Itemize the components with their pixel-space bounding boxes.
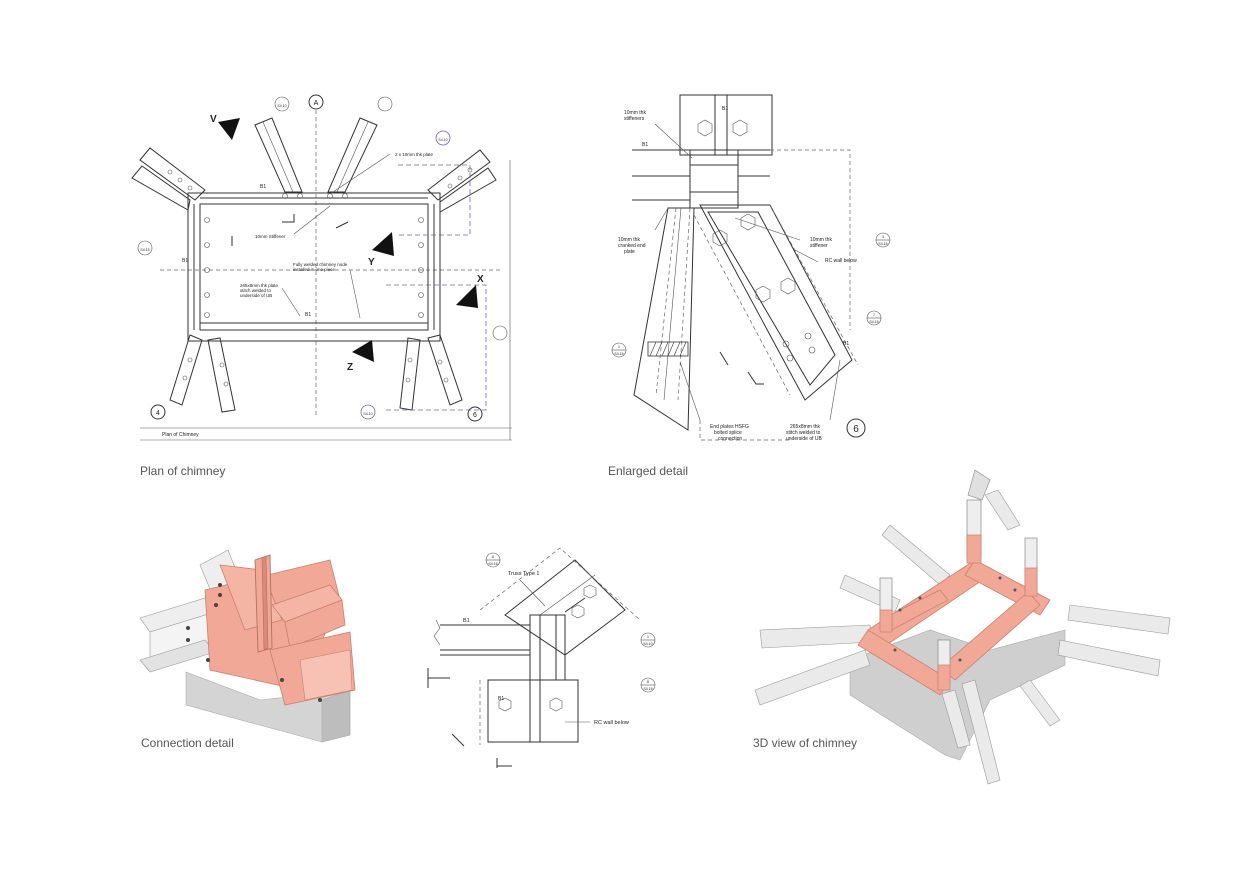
section-ref-b-num: 1 [647, 635, 649, 639]
enlarged-note-hsfg-2: bolted splice [714, 430, 742, 436]
section-detail-drawing: 6 S4.16 1 S4.10 8 S4.15 Truss Type 1 RC … [427, 547, 656, 768]
enlarged-ref-a: S4.15 [878, 242, 887, 246]
enlarged-note-stiffener-2: stiffener [810, 243, 828, 249]
enlarged-note-end-3: plate [624, 249, 635, 255]
plan-note-welded-1: Fully welded chimney node [293, 262, 348, 267]
enlarged-note-stiffener-1: 10mm thk [810, 237, 832, 243]
view-v-label: V [210, 114, 217, 125]
plan-beam-b1-left: B1 [182, 258, 188, 264]
caption-plan-of-chimney: Plan of chimney [140, 464, 226, 478]
enlarged-note-265-1: 265x8mm thk [790, 424, 821, 430]
plan-ref-2: S4.15 [140, 248, 149, 252]
section-ref-a: S4.16 [488, 562, 497, 566]
plan-note-265-3: underside of UB [240, 293, 272, 298]
enlarged-beam-b1-top: B1 [722, 106, 728, 112]
plan-beam-b1-bottom: B1 [305, 312, 311, 318]
grid-4-bubble [150, 404, 166, 420]
chimney-3d-view [754, 469, 1171, 785]
section-ref-a-num: 6 [492, 555, 494, 559]
plan-note-265-2: stitch welded to [240, 288, 272, 293]
plan-of-chimney-drawing: A 4 6 V X Y Z B1 B1 B1 2 x 10mm thk plat… [0, 0, 560, 470]
section-note-rc: RC wall below [594, 720, 629, 726]
enlarged-ref-c: S4.15 [614, 352, 623, 356]
chimney-3d-svg [754, 469, 1171, 785]
enlarged-drawing-svg: 6 10mm thk stiffeners 10mm thk cranked e… [611, 94, 891, 442]
enlarged-beam-b1-right: B1 [843, 341, 849, 347]
plan-beam-b1-top: B1 [260, 184, 266, 190]
enlarged-beam-b1-left: B1 [642, 142, 648, 148]
section-note-truss: Truss Type 1 [508, 571, 540, 577]
enlarged-ref-b: S4.15 [869, 320, 878, 324]
grid-a-bubble [308, 94, 324, 110]
plan-note-welded-2: installed in one piece [293, 267, 336, 272]
plan-note-plate: 2 x 10mm thk plate [395, 152, 434, 157]
enlarged-note-end-1: 10mm thk [618, 237, 640, 243]
plan-ref-1: S4.10 [277, 104, 286, 108]
caption-enlarged-detail: Enlarged detail [608, 464, 689, 478]
section-ref-b: S4.10 [643, 642, 652, 646]
caption-connection-detail: Connection detail [141, 736, 234, 750]
plan-ref-3: S4.10 [438, 138, 447, 142]
grid-6-label: 6 [473, 412, 477, 419]
enlarged-detail-drawing: 6 10mm thk stiffeners 10mm thk cranked e… [611, 94, 891, 442]
enlarged-ref-c-num: 1 [618, 345, 620, 349]
enlarged-note-hsfg-3: connection [718, 436, 742, 442]
enlarged-note-end-2: cranked end [618, 243, 646, 249]
enlarged-note-stiff-1: 10mm thk [624, 110, 646, 116]
enlarged-note-stiff-2: stiffeners [624, 116, 645, 122]
section-ref-c: S4.15 [643, 687, 652, 691]
enlarged-note-265-2: stitch welded to [786, 430, 821, 436]
view-z-label: Z [347, 362, 353, 373]
enlarged-note-265-3: underside of UB [786, 436, 823, 442]
plan-drawing-svg: A 4 6 V X Y Z B1 B1 B1 2 x 10mm thk plat… [131, 94, 512, 441]
enlarged-grid-6-label: 6 [853, 424, 859, 435]
view-y-label: Y [368, 257, 375, 268]
plan-ref-4: S4.10 [363, 412, 372, 416]
section-beam-b1-top: B1 [463, 618, 470, 624]
plan-title-block: Plan of Chimney [162, 432, 199, 438]
section-ref-c-num: 8 [647, 680, 649, 684]
plan-note-265-1: 265x8mm thk plate [240, 283, 279, 288]
plan-note-stiffener: 10mm Stiffener [255, 234, 286, 239]
enlarged-grid-6-bubble [846, 418, 866, 438]
grid-6-bubble [467, 406, 483, 422]
view-x-label: X [477, 274, 484, 285]
grid-4-label: 4 [156, 410, 160, 417]
section-drawing-svg: 6 S4.16 1 S4.10 8 S4.15 Truss Type 1 RC … [427, 547, 656, 768]
connection-detail-model [0, 0, 380, 760]
section-beam-b1-left: B1 [498, 696, 504, 702]
enlarged-ref-b-num: 7 [873, 313, 875, 317]
connection-model-svg [139, 549, 356, 743]
caption-3d-view-of-chimney: 3D view of chimney [753, 736, 858, 750]
enlarged-note-rc: RC wall below [825, 258, 857, 264]
enlarged-note-hsfg-1: End plates HSFG [710, 424, 749, 430]
grid-a-label: A [314, 100, 319, 107]
enlarged-ref-a-num: 3 [882, 235, 884, 239]
